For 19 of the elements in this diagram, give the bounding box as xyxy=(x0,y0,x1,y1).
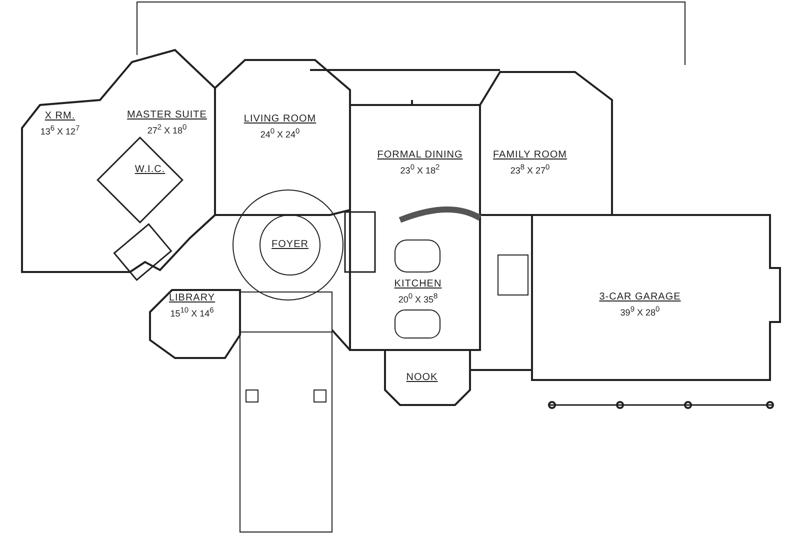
room-dimensions: 24$^{0}$ X 24$^{0}$ xyxy=(259,126,301,140)
room-name: FOYER xyxy=(272,239,308,251)
room-dimensions: 27$^{2}$ X 18$^{0}$ xyxy=(146,122,188,136)
room-name: MASTER SUITE xyxy=(127,110,207,122)
room-dimensions: 13$^{6}$ X 12$^{7}$ xyxy=(40,122,80,138)
room-name: X RM. xyxy=(44,110,76,122)
room-name: FAMILY ROOM xyxy=(492,150,568,162)
room-name: LIVING ROOM xyxy=(244,114,316,126)
room-dimensions: 23$^{0}$ X 18$^{2}$ xyxy=(399,162,441,176)
room-dimensions: 20$^{0}$ X 35$^{8}$ xyxy=(397,290,439,306)
room-name: 3-CAR GARAGE xyxy=(599,292,681,304)
room-name: FORMAL DINING xyxy=(377,150,463,162)
room-dimensions: 15$^{10}$ X 14$^{6}$ xyxy=(169,304,215,320)
room-name: KITCHEN xyxy=(394,278,442,290)
room-dimensions: 39$^{9}$ X 28$^{0}$ xyxy=(619,304,661,318)
room-name: NOOK xyxy=(406,372,438,384)
room-name: LIBRARY xyxy=(168,292,216,304)
room-dimensions: 23$^{8}$ X 27$^{0}$ xyxy=(509,162,551,176)
room-name: W.I.C. xyxy=(134,164,166,176)
